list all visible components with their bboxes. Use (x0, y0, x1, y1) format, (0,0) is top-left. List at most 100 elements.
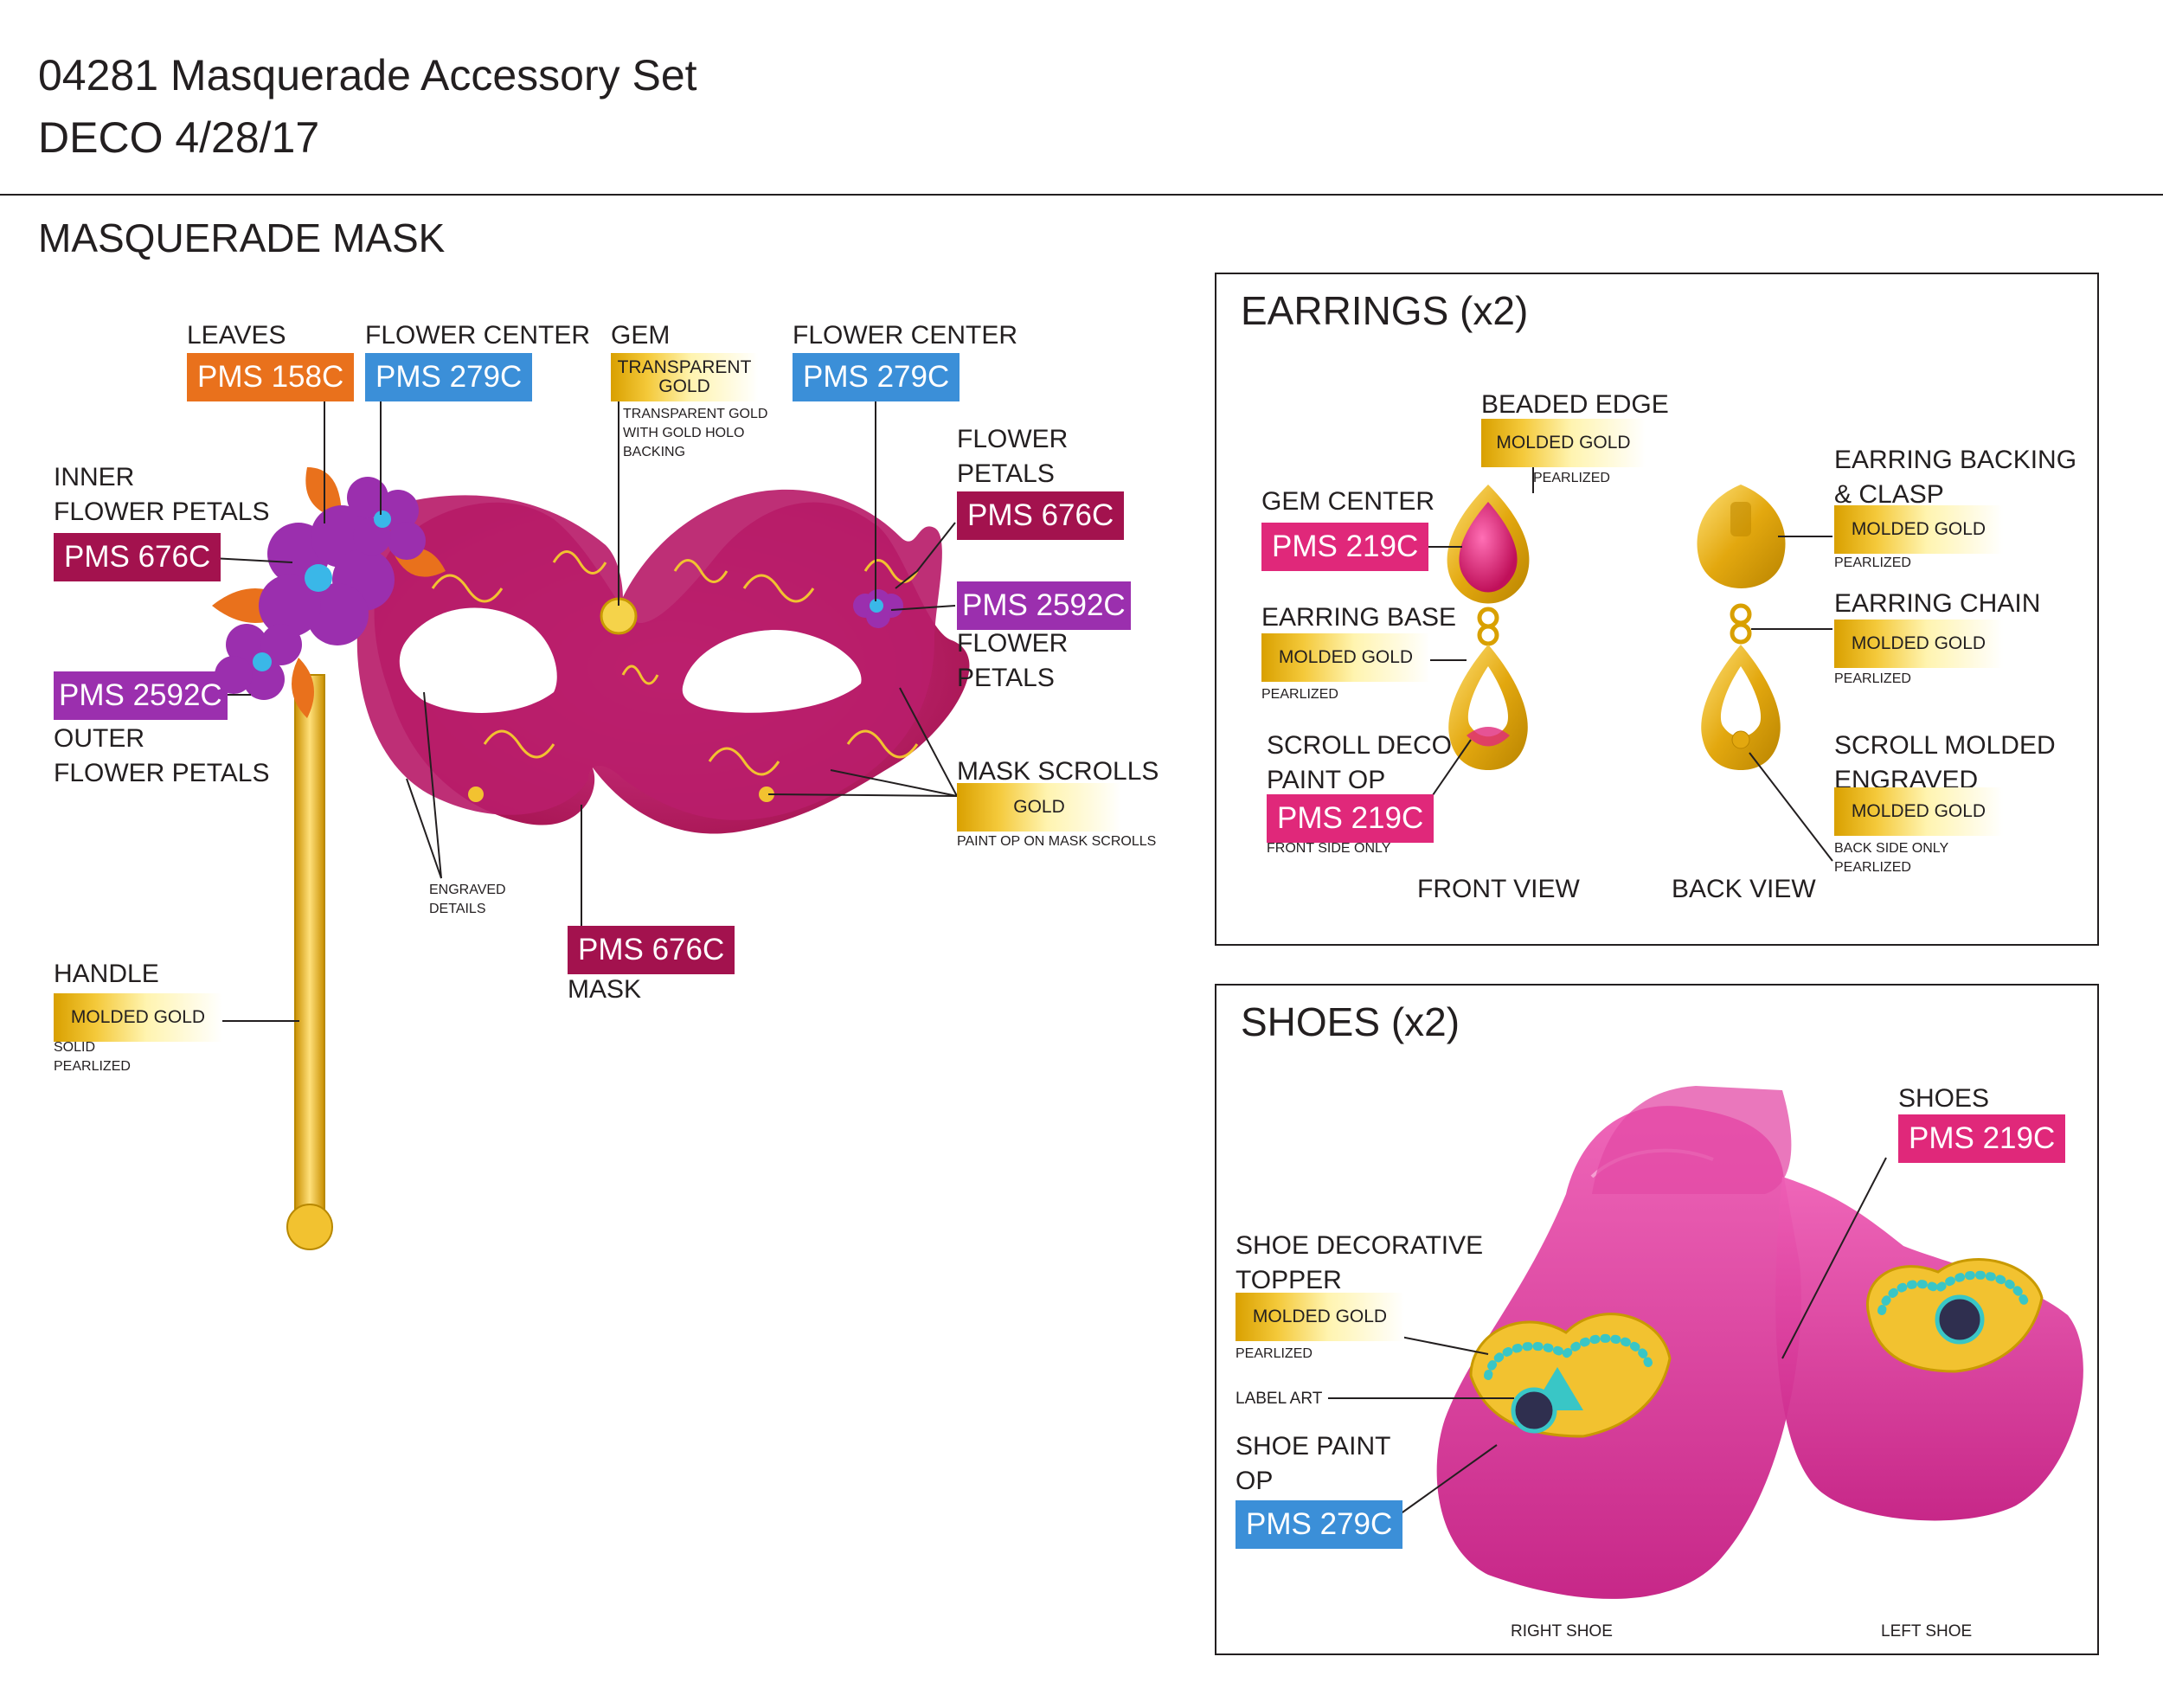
earrings-title: EARRINGS (x2) (1241, 288, 1529, 333)
earring-backing-line1: EARRING BACKING (1834, 446, 2077, 474)
scroll-deco-line2: PAINT OP (1267, 766, 1386, 794)
engraved-line2: DETAILS (429, 902, 486, 916)
scroll-molded-line1: SCROLL MOLDED (1834, 731, 2056, 760)
inner-petals-swatch: PMS 676C (54, 533, 221, 581)
mask-scrolls (431, 550, 919, 776)
mask-section-title: MASQUERADE MASK (38, 215, 446, 260)
handle-note: SOLID PEARLIZED (54, 1038, 131, 1076)
earring-chain-swatch: MOLDED GOLD (1834, 620, 2003, 668)
mask-color-label: MASK (568, 975, 642, 1004)
shoes-swatch: PMS 219C (1898, 1114, 2066, 1163)
gem-label: GEM (611, 321, 671, 350)
scroll-deco-swatch: PMS 219C (1267, 794, 1435, 843)
gem-center-swatch: PMS 219C (1261, 523, 1429, 571)
earring-base-swatch: MOLDED GOLD (1261, 633, 1430, 682)
outer-petals-line1: OUTER (54, 724, 144, 753)
shoe-paint-swatch: PMS 279C (1236, 1500, 1403, 1549)
mask-right-flower (853, 589, 903, 628)
earring-back (1697, 485, 1786, 770)
back-view-label: BACK VIEW (1672, 875, 1816, 903)
gem-note-line3: BACKING (623, 445, 686, 459)
topper-swatch: MOLDED GOLD (1236, 1293, 1404, 1341)
leaves-label: LEAVES (187, 321, 286, 350)
topper-note: PEARLIZED (1236, 1346, 1313, 1361)
outer-petals-line2: FLOWER PETALS (54, 759, 270, 787)
deco-date: DECO 4/28/17 (38, 113, 320, 162)
scroll-molded-note: BACK SIDE ONLY PEARLIZED (1834, 839, 1948, 877)
mask-shape (356, 489, 942, 820)
handle-swatch-text: MOLDED GOLD (70, 1007, 206, 1027)
mask-scrolls-swatch: GOLD (957, 783, 1121, 832)
beaded-edge-swatch-text: MOLDED GOLD (1496, 433, 1631, 453)
mask-scrolls-swatch-text: GOLD (1013, 797, 1065, 817)
flower-center-left-label: FLOWER CENTER (365, 321, 591, 350)
earring-backing-note: PEARLIZED (1834, 555, 1911, 570)
inner-petals-line1: INNER (54, 463, 135, 491)
handle-swatch: MOLDED GOLD (54, 993, 222, 1042)
flower-center-left-swatch: PMS 279C (365, 353, 533, 401)
shoe-paint-line1: SHOE PAINT (1236, 1432, 1391, 1461)
left-shoe-label: LEFT SHOE (1881, 1622, 1973, 1641)
shoes-title: SHOES (x2) (1241, 999, 1460, 1044)
earring-backing-label: EARRING BACKING & CLASP (1834, 443, 2076, 512)
earring-base-note: PEARLIZED (1261, 687, 1338, 702)
flower-petals-top-swatch: PMS 676C (957, 491, 1125, 540)
beaded-edge-note: PEARLIZED (1533, 471, 1610, 485)
handle-note-line2: PEARLIZED (54, 1059, 131, 1074)
mask-scroll-flower (468, 787, 484, 802)
mask-scroll-flower (759, 787, 774, 802)
mask-left-eye (399, 607, 557, 713)
shoes-label: SHOES (1898, 1084, 1990, 1113)
earrings-panel (1215, 273, 2099, 946)
gem-note: TRANSPARENT GOLD WITH GOLD HOLO BACKING (623, 405, 767, 462)
gem-note-line1: TRANSPARENT GOLD (623, 407, 768, 421)
right-shoe-label: RIGHT SHOE (1511, 1622, 1613, 1641)
earring-base-label: EARRING BASE (1261, 603, 1457, 632)
leaves-swatch: PMS 158C (187, 353, 355, 401)
scroll-molded-note-line1: BACK SIDE ONLY (1834, 841, 1949, 856)
document-title: 04281 Masquerade Accessory Set (38, 51, 697, 100)
scroll-molded-note-line2: PEARLIZED (1834, 860, 1911, 875)
inner-petals-line2: FLOWER PETALS (54, 498, 270, 526)
beaded-edge-label: BEADED EDGE (1481, 390, 1669, 419)
flower-petals-right-line2: PETALS (957, 664, 1055, 692)
gem-swatch-line1: TRANSPARENT (617, 357, 752, 377)
inner-petals-label: INNER FLOWER PETALS (54, 460, 270, 530)
flower-petals-right-label: FLOWER PETALS (957, 626, 1068, 696)
earring-chain-label: EARRING CHAIN (1834, 589, 2041, 618)
topper-line2: TOPPER (1236, 1266, 1342, 1294)
topper-line1: SHOE DECORATIVE (1236, 1231, 1484, 1260)
earring-base-swatch-text: MOLDED GOLD (1278, 647, 1414, 667)
topper-swatch-text: MOLDED GOLD (1252, 1307, 1388, 1326)
scroll-deco-note: FRONT SIDE ONLY (1267, 841, 1391, 856)
gem-note-line2: WITH GOLD HOLO (623, 426, 745, 440)
outer-petals-label: OUTER FLOWER PETALS (54, 722, 270, 791)
flower-petals-right-line1: FLOWER (957, 629, 1069, 658)
shoes-panel (1215, 984, 2099, 1655)
earring-backing-line2: & CLASP (1834, 480, 1944, 509)
gem-swatch: TRANSPARENT GOLD (611, 353, 758, 401)
engraved-line1: ENGRAVED (429, 883, 506, 897)
mask-scrolls-label: MASK SCROLLS (957, 757, 1159, 786)
header-divider (0, 194, 2163, 196)
mask-color-swatch: PMS 676C (568, 926, 735, 974)
flower-petals-top-line1: FLOWER (957, 425, 1069, 453)
flower-center-right-label: FLOWER CENTER (793, 321, 1018, 350)
flower-center-right-swatch: PMS 279C (793, 353, 960, 401)
scroll-molded-swatch: MOLDED GOLD (1834, 787, 2003, 836)
beaded-edge-swatch: MOLDED GOLD (1481, 419, 1646, 467)
mask-right-eye (682, 630, 862, 713)
shoe-paint-line2: OP (1236, 1467, 1274, 1495)
earring-chain-note: PEARLIZED (1834, 671, 1911, 686)
engraved-details-note: ENGRAVED DETAILS (429, 881, 506, 919)
earring-front (1447, 485, 1530, 770)
front-view-label: FRONT VIEW (1417, 875, 1580, 903)
earring-chain-swatch-text: MOLDED GOLD (1851, 633, 1986, 653)
scroll-deco-label: SCROLL DECO PAINT OP (1267, 729, 1452, 798)
gem-center-label: GEM CENTER (1261, 487, 1435, 516)
outer-petals-swatch: PMS 2592C (54, 671, 228, 720)
handle-label: HANDLE (54, 960, 159, 988)
shoe-paint-label: SHOE PAINT OP (1236, 1429, 1390, 1499)
